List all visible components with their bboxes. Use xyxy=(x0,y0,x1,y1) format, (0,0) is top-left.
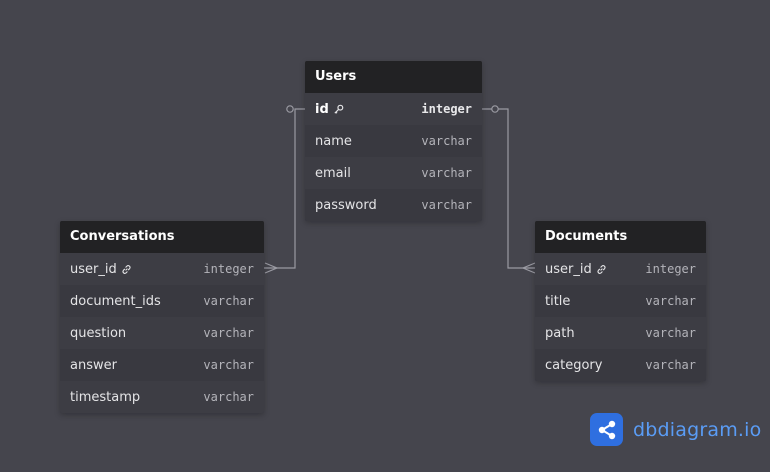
column-name: path xyxy=(545,325,575,341)
many-end-marker xyxy=(521,262,536,274)
column-type: varchar xyxy=(421,166,472,180)
relation-users-documents[interactable] xyxy=(482,105,536,274)
table-users[interactable]: Users id integer name varchar email varc… xyxy=(305,61,482,221)
column-name: id xyxy=(315,102,344,117)
column-row-name[interactable]: name varchar xyxy=(305,125,482,157)
column-type: varchar xyxy=(203,358,254,372)
column-type: integer xyxy=(645,262,696,276)
column-type: varchar xyxy=(203,326,254,340)
share-icon xyxy=(598,420,615,439)
column-row-path[interactable]: path varchar xyxy=(535,317,706,349)
many-end-marker xyxy=(264,262,279,274)
column-name: category xyxy=(545,357,603,373)
column-row-category[interactable]: category varchar xyxy=(535,349,706,381)
table-header-conversations[interactable]: Conversations xyxy=(60,221,264,253)
one-end-marker xyxy=(491,105,499,113)
column-name: answer xyxy=(70,357,117,373)
table-conversations[interactable]: Conversations user_id integer document_i… xyxy=(60,221,264,413)
column-type: varchar xyxy=(645,294,696,308)
table-documents[interactable]: Documents user_id integer title varchar … xyxy=(535,221,706,381)
column-type: varchar xyxy=(645,326,696,340)
column-row-answer[interactable]: answer varchar xyxy=(60,349,264,381)
column-row-password[interactable]: password varchar xyxy=(305,189,482,221)
column-name: timestamp xyxy=(70,389,141,405)
column-name: email xyxy=(315,165,351,181)
column-row-document-ids[interactable]: document_ids varchar xyxy=(60,285,264,317)
relation-line xyxy=(482,108,535,269)
column-type: varchar xyxy=(645,358,696,372)
link-icon xyxy=(597,264,606,274)
column-row-user-id[interactable]: user_id integer xyxy=(535,253,706,285)
column-type: varchar xyxy=(421,134,472,148)
brand-name: dbdiagram.io xyxy=(633,418,762,441)
column-type: varchar xyxy=(203,390,254,404)
column-type: integer xyxy=(203,262,254,276)
brand-watermark[interactable]: dbdiagram.io xyxy=(590,413,761,446)
relation-users-conversations[interactable] xyxy=(264,105,305,274)
column-type: varchar xyxy=(203,294,254,308)
brand-logo xyxy=(590,413,623,446)
column-type: varchar xyxy=(421,198,472,212)
column-name: document_ids xyxy=(70,293,161,309)
column-name: title xyxy=(545,293,571,309)
table-header-documents[interactable]: Documents xyxy=(535,221,706,253)
column-name: name xyxy=(315,133,352,149)
column-type: integer xyxy=(421,102,472,116)
link-icon xyxy=(122,264,131,274)
column-row-title[interactable]: title varchar xyxy=(535,285,706,317)
column-row-question[interactable]: question varchar xyxy=(60,317,264,349)
column-row-timestamp[interactable]: timestamp varchar xyxy=(60,381,264,413)
column-name: password xyxy=(315,197,377,213)
column-name: user_id xyxy=(70,262,132,277)
column-row-user-id[interactable]: user_id integer xyxy=(60,253,264,285)
relation-line xyxy=(287,108,305,269)
column-name: user_id xyxy=(545,262,607,277)
column-row-email[interactable]: email varchar xyxy=(305,157,482,189)
one-end-marker xyxy=(286,105,294,113)
column-name: question xyxy=(70,325,127,341)
key-icon xyxy=(334,104,344,114)
table-header-users[interactable]: Users xyxy=(305,61,482,93)
column-row-id[interactable]: id integer xyxy=(305,93,482,125)
